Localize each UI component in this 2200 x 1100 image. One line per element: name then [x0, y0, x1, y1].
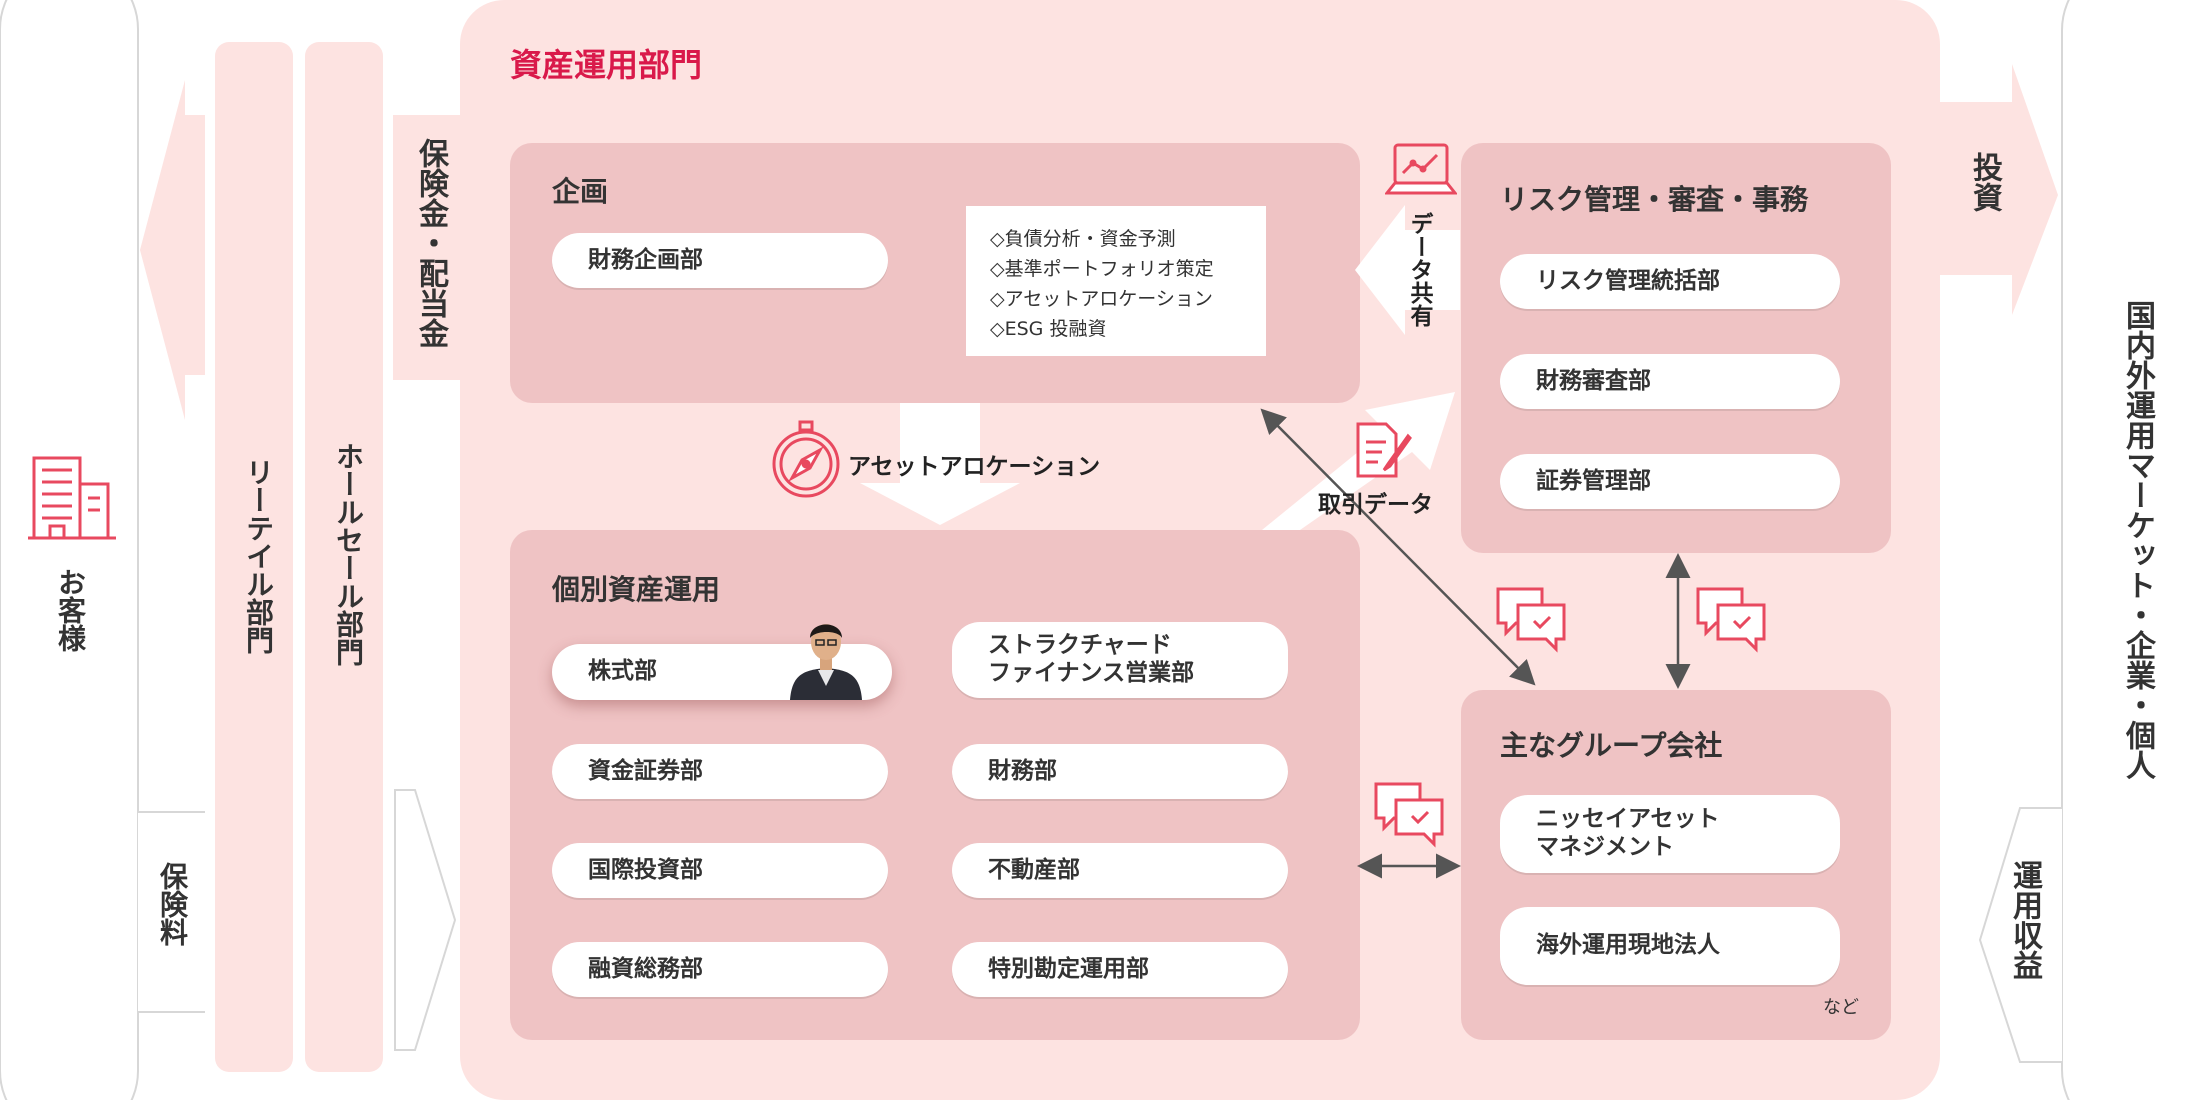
invest-label: 投資 — [1967, 152, 2002, 212]
planning-title: 企画 — [552, 175, 609, 208]
laptop-chart-icon — [1385, 143, 1457, 195]
company-nissay-asset: ニッセイアセット マネジメント — [1500, 795, 1840, 873]
dept-financial-review: 財務審査部 — [1500, 354, 1840, 409]
company-overseas-subsidiaries: 海外運用現地法人 — [1500, 907, 1840, 985]
trade-data-label: 取引データ — [1318, 492, 1433, 518]
return-label: 運用収益 — [2007, 860, 2042, 980]
building-icon — [28, 456, 116, 540]
dept-finance-planning: 財務企画部 — [552, 233, 888, 288]
dept-money-securities: 資金証券部 — [552, 744, 888, 799]
risk-title: リスク管理・審査・事務 — [1500, 183, 1809, 216]
payout-label: 保険金・配当金 — [413, 138, 448, 348]
data-share-label: データ共有 — [1406, 212, 1432, 327]
market-label: 国内外運用マーケット・企業・個人 — [2120, 300, 2155, 780]
retail-column — [215, 42, 293, 1072]
dept-loan-administration: 融資総務部 — [552, 942, 888, 997]
compass-icon — [772, 420, 840, 498]
group-title: 主なグループ会社 — [1500, 729, 1723, 762]
chat-icon — [1696, 587, 1766, 653]
task-item: ◇アセットアロケーション — [990, 288, 1213, 310]
individual-title: 個別資産運用 — [552, 573, 721, 606]
person-avatar — [790, 624, 862, 700]
planning-task-list: ◇負債分析・資金予測 ◇基準ポートフォリオ策定 ◇アセットアロケーション ◇ES… — [966, 206, 1266, 356]
chat-icon — [1496, 587, 1566, 653]
premium-label: 保険料 — [156, 862, 189, 946]
left-flow-graphic — [0, 0, 460, 1100]
dept-risk-management: リスク管理統括部 — [1500, 254, 1840, 309]
wholesale-column — [305, 42, 383, 1072]
dept-finance: 財務部 — [952, 744, 1288, 799]
wholesale-label: ホールセール部門 — [332, 442, 365, 666]
document-pen-icon — [1356, 422, 1412, 478]
dept-real-estate: 不動産部 — [952, 843, 1288, 898]
dept-securities-admin: 証券管理部 — [1500, 454, 1840, 509]
dept-international-investment: 国際投資部 — [552, 843, 888, 898]
task-item: ◇基準ポートフォリオ策定 — [990, 258, 1214, 280]
allocation-label: アセットアロケーション — [848, 454, 1101, 480]
task-item: ◇負債分析・資金予測 — [990, 228, 1176, 250]
retail-label: リーテイル部門 — [242, 458, 275, 654]
division-title: 資産運用部門 — [510, 46, 703, 84]
dept-structured-finance: ストラクチャード ファイナンス営業部 — [952, 622, 1288, 698]
customer-label: お客様 — [54, 568, 87, 652]
allocation-arrow — [860, 403, 1020, 525]
task-item: ◇ESG 投融資 — [990, 318, 1107, 340]
chat-icon — [1374, 782, 1444, 848]
right-flow-graphic — [1940, 0, 2200, 1100]
dept-special-account: 特別勘定運用部 — [952, 942, 1288, 997]
group-note: など — [1823, 997, 1859, 1018]
